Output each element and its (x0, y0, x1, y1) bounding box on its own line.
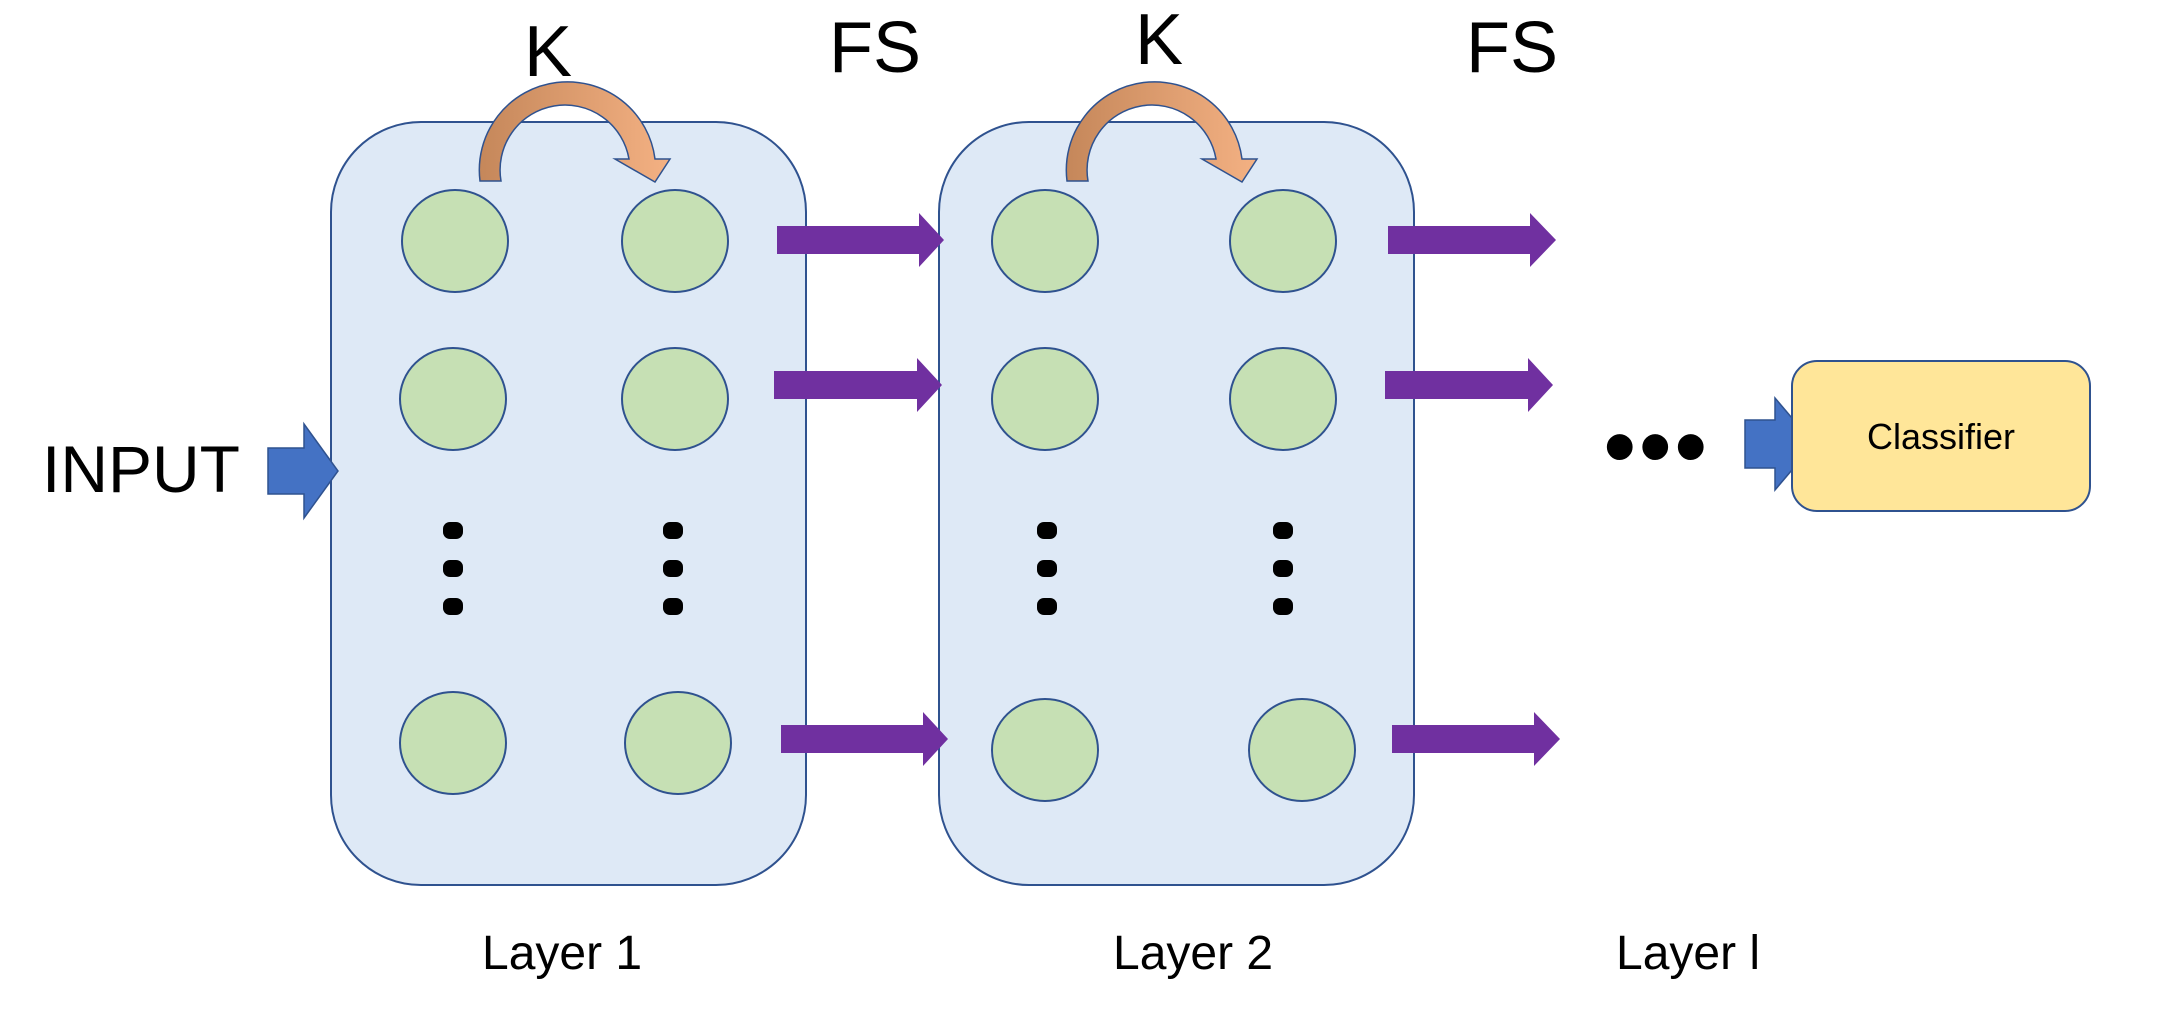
dot (443, 522, 463, 539)
kernel-label-layer-1: K (524, 12, 573, 92)
node (401, 189, 509, 293)
dot (1273, 598, 1293, 615)
dot (1273, 522, 1293, 539)
dot (663, 522, 683, 539)
dot (663, 560, 683, 577)
fs-arrow (781, 712, 948, 766)
dot (1037, 598, 1057, 615)
k-arrow-layer-1 (478, 81, 672, 184)
fs-label-2: FS (1466, 8, 1559, 88)
dot (663, 598, 683, 615)
dot (443, 560, 463, 577)
horizontal-ellipsis: ••• (1604, 397, 1711, 497)
dot (443, 598, 463, 615)
kernel-label-layer-2: K (1135, 0, 1184, 80)
k-arrow-shape (478, 81, 672, 184)
k-arrow-layer-2 (1065, 81, 1259, 184)
layer-2-box (938, 121, 1415, 886)
input-arrow (267, 421, 339, 521)
fs-arrow (1385, 358, 1553, 412)
k-arrow-shape (1065, 81, 1259, 184)
node (399, 347, 507, 451)
dot (1037, 560, 1057, 577)
input-label: INPUT (42, 432, 240, 506)
node (1229, 189, 1337, 293)
dot (1037, 522, 1057, 539)
node (1229, 347, 1337, 451)
node (624, 691, 732, 795)
layer-2-label: Layer 2 (1113, 927, 1274, 980)
fs-arrow (1388, 213, 1556, 267)
node (1248, 698, 1356, 802)
layer-2-nodes (991, 189, 1356, 802)
node (991, 189, 1099, 293)
fs-label-1: FS (829, 8, 922, 88)
fs-arrows (774, 213, 1560, 766)
classifier-box (1791, 360, 2091, 512)
layer-1-label: Layer 1 (482, 927, 643, 980)
classifier-label: Classifier (1866, 416, 2016, 457)
node (991, 347, 1099, 451)
fs-arrow (777, 213, 944, 267)
layer-1-nodes (399, 189, 732, 795)
fs-arrow (1392, 712, 1560, 766)
layer-l-label: Layer l (1616, 927, 1761, 980)
vertical-ellipsis-dots (443, 522, 1293, 615)
node (621, 189, 729, 293)
fs-arrow (774, 358, 942, 412)
node (991, 698, 1099, 802)
node (399, 691, 507, 795)
node (621, 347, 729, 451)
dot (1273, 560, 1293, 577)
